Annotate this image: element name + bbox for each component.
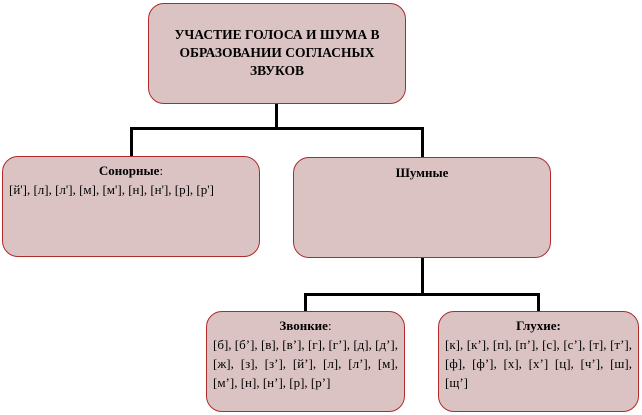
sonorant-colon: :	[159, 163, 164, 178]
connector-top-bar	[130, 127, 424, 130]
connector-root-down	[275, 104, 278, 129]
noisy-node: Шумные	[293, 157, 551, 258]
root-node: УЧАСТИЕ ГОЛОСА И ШУМА В ОБРАЗОВАНИИ СОГЛ…	[148, 3, 406, 104]
root-title-line-2: ОБРАЗОВАНИИ СОГЛАСНЫХ	[179, 45, 375, 61]
voiced-heading: Звонкие:	[213, 317, 398, 336]
connector-to-voiced	[304, 293, 307, 312]
voiced-sounds: [б], [б’], [в], [в’], [г], [г’], [д], [д…	[213, 336, 398, 390]
sonorant-sounds: [й'], [л], [л'], [м], [м'], [н], [н'], […	[9, 181, 214, 197]
voiced-title: Звонкие	[279, 318, 328, 333]
noisy-title: Шумные	[395, 165, 449, 180]
connector-to-sonorant	[130, 127, 133, 157]
voiceless-node: Глухие: [к], [к’], [п], [п’], [с], [с’],…	[438, 311, 639, 412]
connector-to-voiceless	[537, 293, 540, 312]
connector-to-noisy	[421, 127, 424, 158]
root-title-line-3: ЗВУКОВ	[250, 63, 304, 79]
sonorant-title: Сонорные	[98, 163, 160, 178]
root-title-line-1: УЧАСТИЕ ГОЛОСА И ШУМА В	[174, 27, 380, 42]
sonorant-heading: Сонорные:	[9, 162, 253, 181]
voiced-colon: :	[327, 318, 332, 333]
connector-bottom-bar	[304, 293, 540, 296]
connector-noisy-down	[421, 258, 424, 295]
voiceless-title: Глухие:	[516, 318, 561, 333]
voiceless-sounds: [к], [к’], [п], [п’], [с], [с’], [т], [т…	[445, 336, 632, 390]
sonorant-node: Сонорные: [й'], [л], [л'], [м], [м'], [н…	[2, 156, 260, 257]
voiced-node: Звонкие: [б], [б’], [в], [в’], [г], [г’]…	[206, 311, 405, 412]
